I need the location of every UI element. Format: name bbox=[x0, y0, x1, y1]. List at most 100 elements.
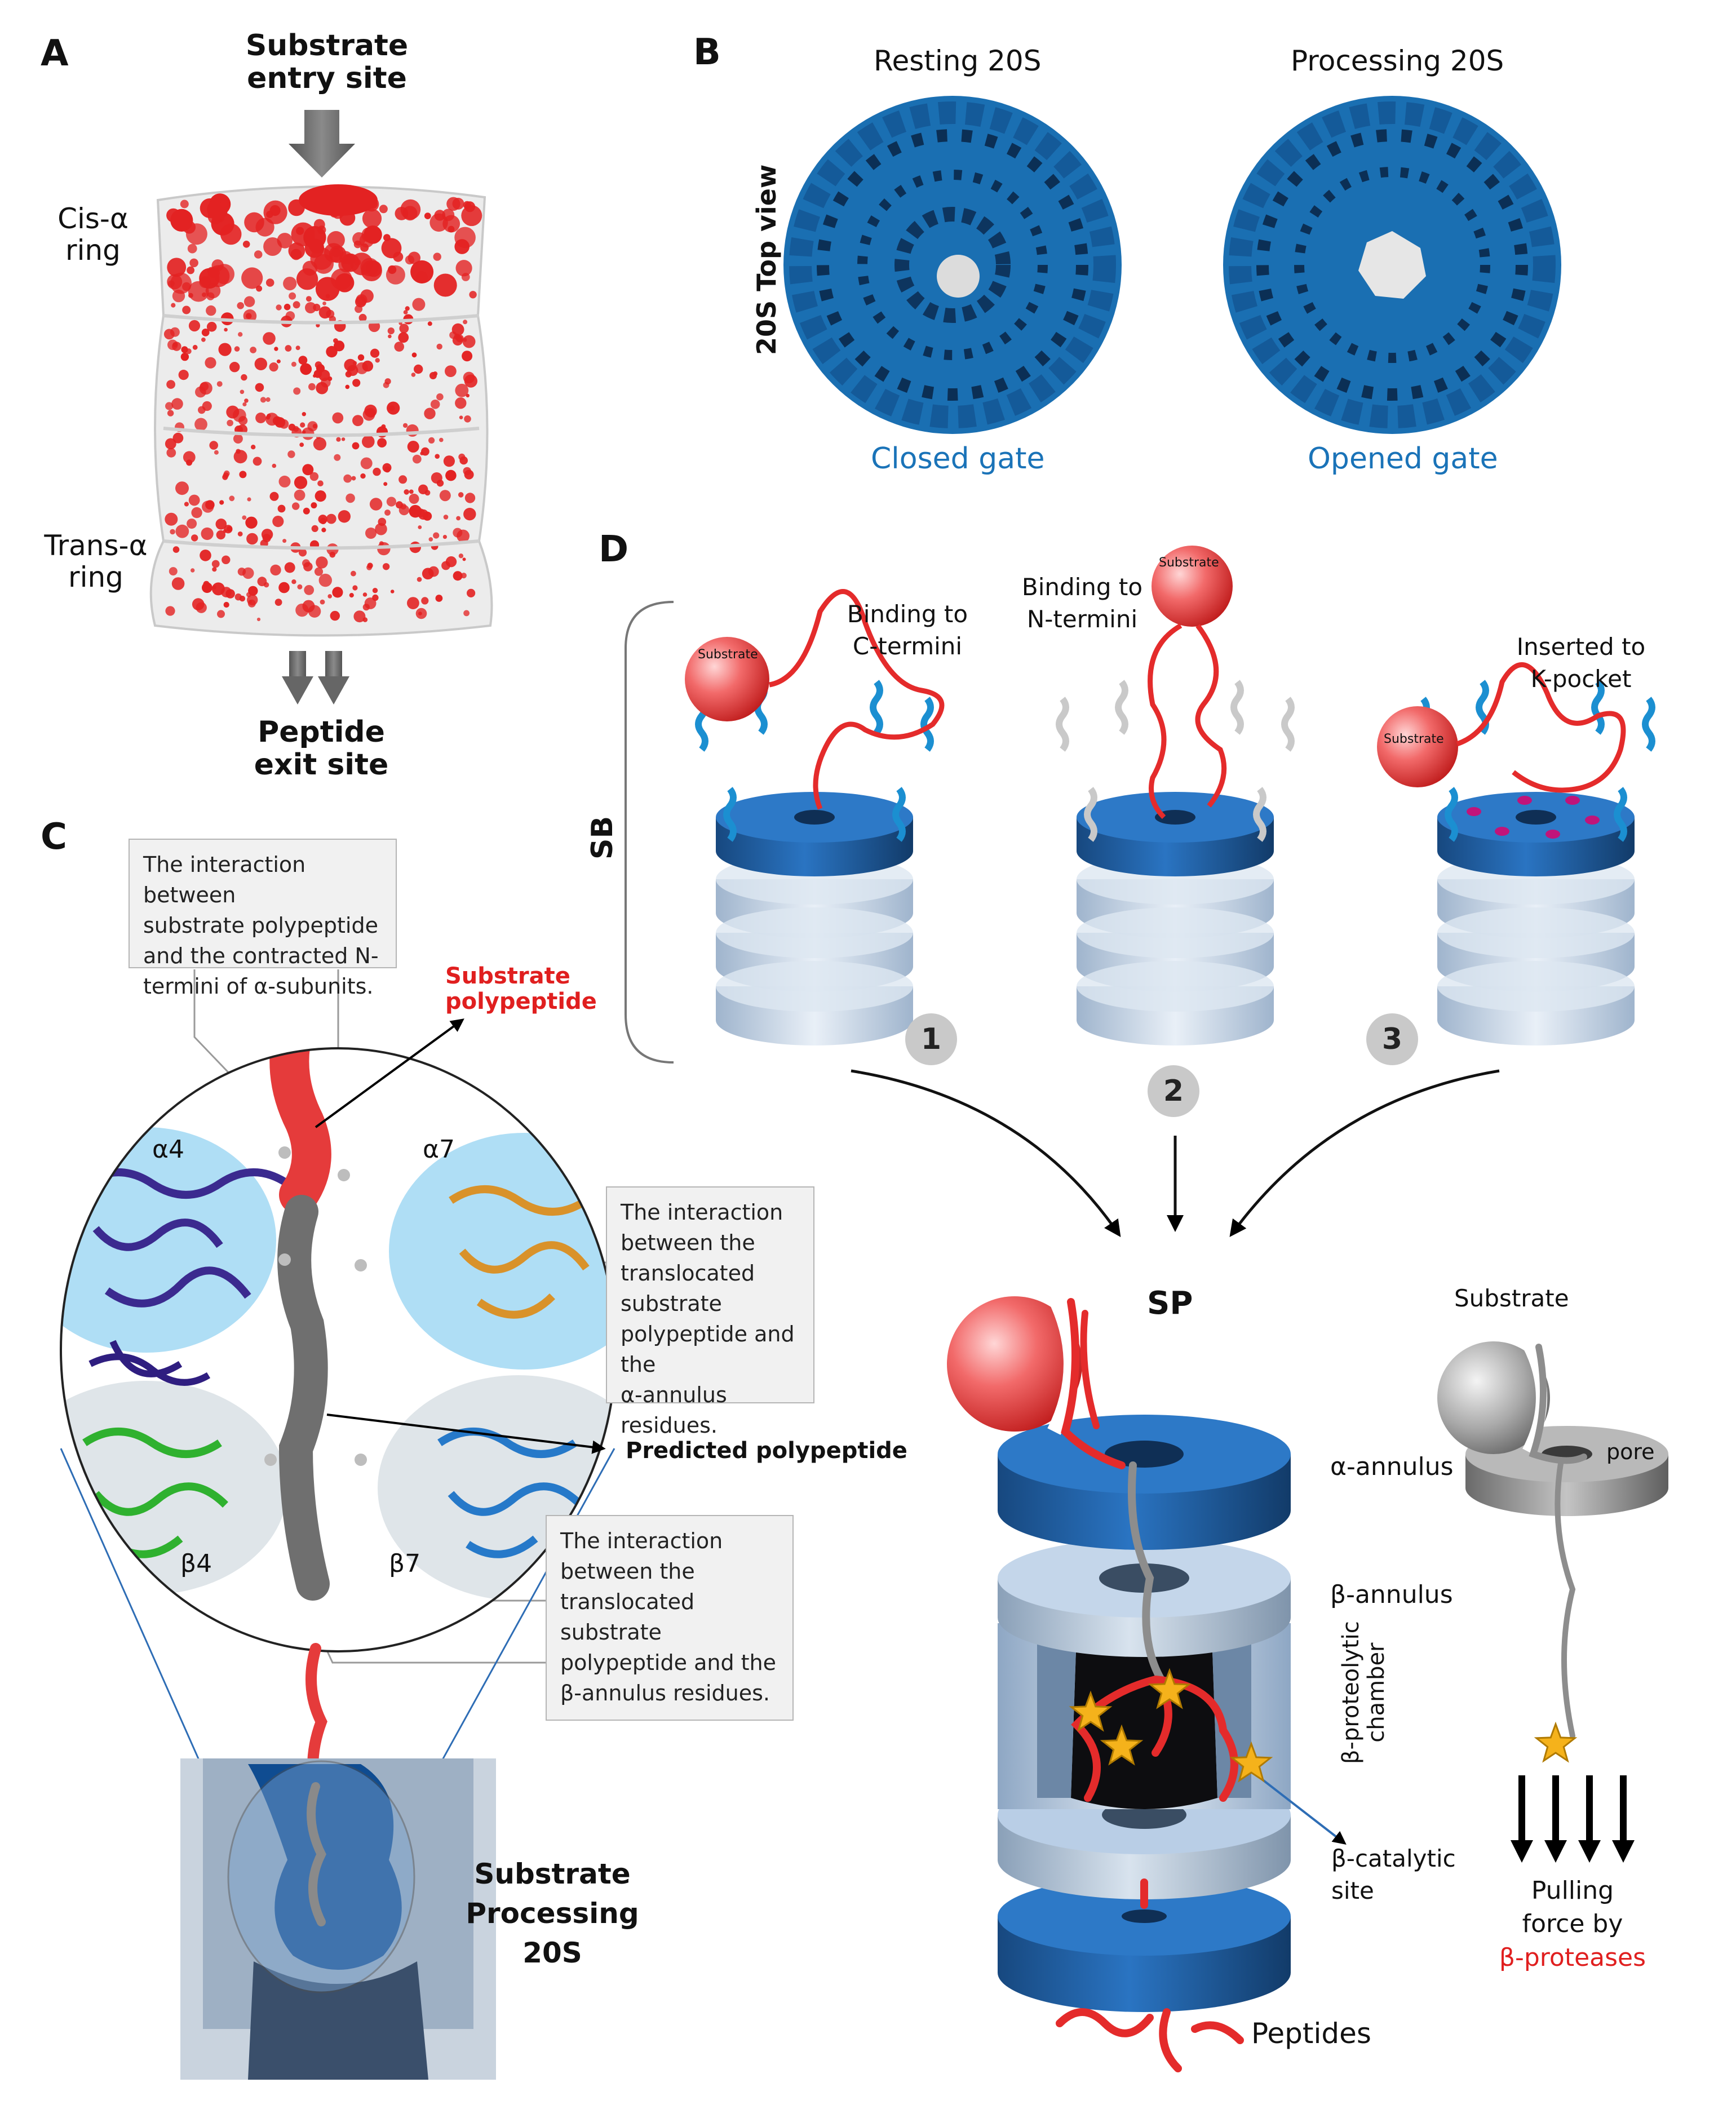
pulling-line-1: Pulling bbox=[1531, 1876, 1614, 1905]
arrow-state1 bbox=[851, 1069, 1121, 1237]
note2-line-5: polypeptide and the bbox=[621, 1321, 795, 1377]
beta-proteolytic-chamber-label: β-proteolytic chamber bbox=[1338, 1621, 1389, 1764]
pulling-line-3: β-proteases bbox=[1499, 1943, 1646, 1972]
pulling-arrows bbox=[1511, 1775, 1635, 1863]
panel-label-d: D bbox=[599, 529, 629, 570]
state2-sphere-label: Substrate bbox=[1159, 556, 1219, 570]
step-number-2: 2 bbox=[1148, 1065, 1199, 1117]
trans-line-2: ring bbox=[68, 561, 123, 593]
cis-line-1: Cis-α bbox=[57, 202, 129, 235]
proteasome-density-map bbox=[149, 185, 493, 637]
opened-gate-caption: Opened gate bbox=[1308, 442, 1498, 476]
alpha-annulus-label: α-annulus bbox=[1330, 1452, 1454, 1481]
top-view-vertical-label: 20S Top view bbox=[751, 164, 782, 355]
pulling-star bbox=[1534, 1721, 1578, 1763]
catalytic-star-2 bbox=[1148, 1668, 1192, 1709]
catalytic-star-3 bbox=[1100, 1724, 1144, 1766]
closed-gate-caption: Closed gate bbox=[871, 442, 1045, 476]
panel-label-a: A bbox=[41, 33, 69, 74]
substrate-polypeptide-label: Substrate polypeptide bbox=[445, 964, 597, 1014]
note-beta-annulus: The interaction between the translocated… bbox=[546, 1515, 794, 1721]
note3-line-4: substrate bbox=[560, 1619, 662, 1645]
note3-line-3: translocated bbox=[560, 1589, 695, 1614]
note2-line-2: between the bbox=[621, 1230, 755, 1255]
sb-brace bbox=[625, 601, 674, 1064]
chamber-line-1: β-proteolytic bbox=[1338, 1621, 1364, 1764]
chamber-line-2: chamber bbox=[1363, 1642, 1389, 1743]
processing-20s-map bbox=[1223, 96, 1561, 434]
state1-line-1: Binding to bbox=[847, 600, 968, 628]
note1-line-2: substrate polypeptide bbox=[143, 912, 378, 938]
state2-line-2: N-termini bbox=[1026, 605, 1138, 633]
panel-c-graphic bbox=[60, 969, 617, 2080]
trans-line-1: Trans-α bbox=[44, 529, 148, 562]
note3-line-6: β-annulus residues. bbox=[560, 1680, 770, 1705]
sp-proteasome-model bbox=[947, 1293, 1347, 2072]
state2-caption: Binding to N-termini bbox=[1017, 571, 1147, 635]
panel-label-b: B bbox=[693, 32, 721, 73]
exit-arrow-left bbox=[289, 651, 306, 678]
sb-model-3 bbox=[1377, 662, 1655, 1045]
resting-20s-title: Resting 20S bbox=[874, 45, 1042, 77]
note-alpha-annulus: The interaction between the translocated… bbox=[606, 1186, 814, 1438]
exit-line-1: Peptide bbox=[258, 715, 385, 749]
sb-model-1 bbox=[685, 589, 945, 1045]
panel-label-c: C bbox=[41, 816, 67, 858]
substrate-processing-20s-label: Substrate Processing 20S bbox=[451, 1854, 654, 1973]
state1-sphere-label: Substrate bbox=[698, 648, 758, 662]
substrate-line-1: Substrate bbox=[445, 963, 570, 989]
note3-line-1: The interaction bbox=[560, 1528, 723, 1553]
state1-line-2: C-termini bbox=[852, 632, 963, 660]
predicted-pointer-arrow bbox=[326, 1414, 606, 1454]
pulling-force-label: Pulling force by β-proteases bbox=[1488, 1874, 1657, 1974]
state1-caption: Binding to C-termini bbox=[843, 599, 972, 662]
state3-line-1: Inserted to bbox=[1516, 633, 1646, 661]
note2-line-3: translocated bbox=[621, 1260, 755, 1286]
note2-line-4: substrate bbox=[621, 1291, 722, 1316]
alpha4-label: α4 bbox=[152, 1135, 184, 1164]
cis-line-2: ring bbox=[65, 234, 121, 267]
note1-line-1: The interaction between bbox=[143, 852, 306, 907]
exit-line-2: exit site bbox=[254, 748, 389, 782]
note-n-termini: The interaction between substrate polype… bbox=[129, 839, 397, 999]
step-number-1: 1 bbox=[905, 1013, 957, 1065]
sp-label: SP bbox=[1147, 1285, 1193, 1322]
entry-line-1: Substrate bbox=[245, 29, 409, 63]
note1-line-4: termini of α-subunits. bbox=[143, 973, 374, 999]
substrate-entry-site-label: Substrate entry site bbox=[242, 29, 411, 95]
panel-b-graphic bbox=[783, 96, 1561, 434]
note1-line-3: and the contracted N- bbox=[143, 943, 379, 968]
alpha7-label: α7 bbox=[423, 1135, 455, 1164]
exit-arrow-right bbox=[325, 651, 342, 678]
pulling-line-2: force by bbox=[1522, 1909, 1623, 1939]
catalytic-star-4 bbox=[1229, 1741, 1273, 1783]
processing-line-2: Processing bbox=[466, 1897, 639, 1930]
panel-a-graphic bbox=[149, 110, 493, 705]
sb-state-models bbox=[685, 546, 1655, 1045]
substrate-processing-20s-silhouette bbox=[180, 1758, 496, 2080]
note2-line-1: The interaction bbox=[621, 1200, 783, 1225]
entry-arrow bbox=[289, 110, 355, 178]
state2-line-1: Binding to bbox=[1021, 573, 1143, 601]
note2-line-6: α-annulus residues. bbox=[621, 1382, 727, 1438]
catalytic-star-1 bbox=[1069, 1690, 1113, 1732]
cis-alpha-ring-label: Cis-α ring bbox=[45, 203, 141, 266]
state3-sphere-label: Substrate bbox=[1384, 732, 1444, 746]
note3-line-2: between the bbox=[560, 1558, 695, 1584]
sb-model-2 bbox=[1056, 546, 1295, 1045]
sb-label: SB bbox=[586, 816, 619, 859]
pulling-force-model bbox=[1437, 1341, 1668, 1863]
entry-line-2: entry site bbox=[247, 61, 407, 96]
catalytic-site-stars bbox=[1069, 1668, 1273, 1783]
state3-caption: Inserted to K-pocket bbox=[1513, 631, 1649, 695]
processing-line-1: Substrate bbox=[474, 1858, 631, 1890]
predicted-polypeptide-label: Predicted polypeptide bbox=[626, 1438, 907, 1464]
panel-d-graphic bbox=[625, 546, 1668, 2072]
grey-substrate-label: Substrate bbox=[1454, 1284, 1569, 1312]
beta-annulus-label: β-annulus bbox=[1330, 1580, 1453, 1609]
step-number-3: 3 bbox=[1366, 1013, 1418, 1065]
substrate-pointer-arrow bbox=[315, 1018, 464, 1128]
pore-label: pore bbox=[1606, 1439, 1655, 1464]
